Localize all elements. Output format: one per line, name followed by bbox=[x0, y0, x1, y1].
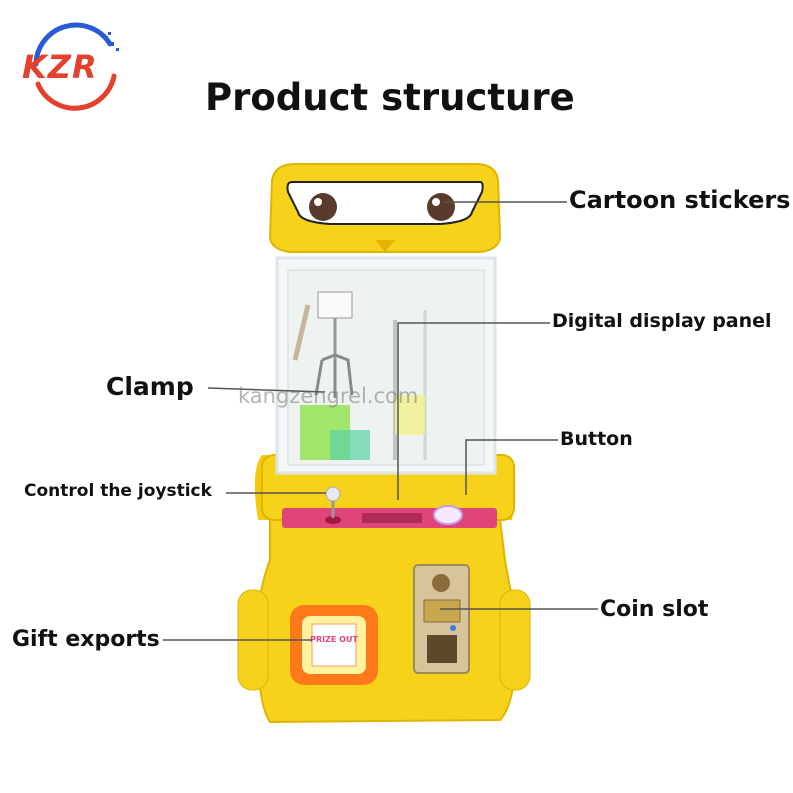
label-digital-display-panel: Digital display panel bbox=[552, 310, 772, 332]
label-control-joystick: Control the joystick bbox=[24, 481, 212, 501]
label-gift-exports: Gift exports bbox=[12, 627, 160, 652]
label-cartoon-stickers: Cartoon stickers bbox=[569, 186, 791, 214]
label-clamp: Clamp bbox=[106, 372, 194, 401]
logo-text: KZR bbox=[22, 48, 98, 86]
page-title: Product structure bbox=[205, 76, 575, 119]
gift-door-text: PRIZE OUT bbox=[310, 635, 358, 644]
watermark: kangzengrel.com bbox=[238, 384, 419, 408]
label-button: Button bbox=[560, 428, 633, 450]
label-coin-slot: Coin slot bbox=[600, 597, 709, 622]
kzr-logo bbox=[33, 22, 119, 111]
